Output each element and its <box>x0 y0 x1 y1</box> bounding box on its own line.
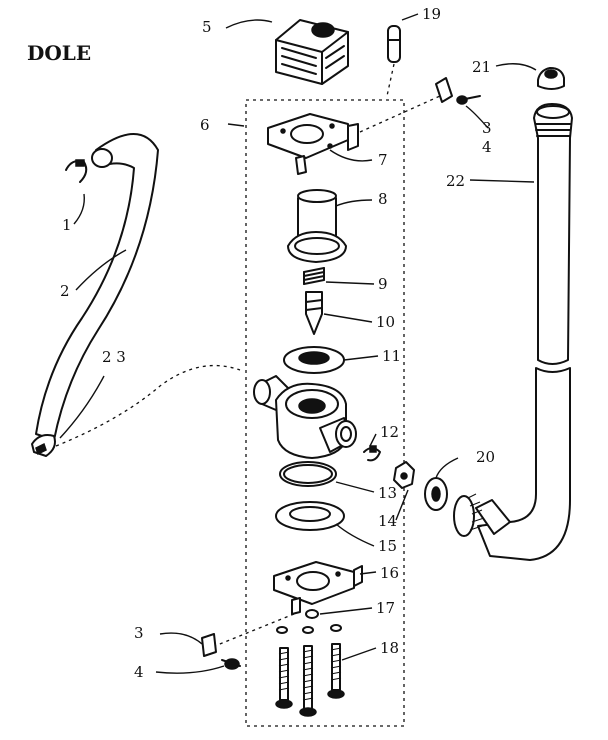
leader-15 <box>335 523 375 547</box>
leader-23 <box>59 375 105 439</box>
label-9: 9 <box>378 275 388 293</box>
part-12-clip <box>363 445 381 462</box>
part-18-screws <box>275 643 345 717</box>
label-4-lower: 4 <box>134 663 144 681</box>
label-5: 5 <box>202 18 212 36</box>
leader-2 <box>75 249 127 291</box>
leader-3-lower <box>159 632 203 645</box>
part-13-o-ring <box>279 461 337 487</box>
part-11-diaphragm <box>283 346 345 374</box>
part-3-4-lower-bracket <box>201 633 241 670</box>
label-15: 15 <box>378 537 397 555</box>
label-8: 8 <box>378 190 388 208</box>
part-3-4-upper-bracket <box>435 77 481 105</box>
label-22: 22 <box>446 172 465 190</box>
label-21: 21 <box>472 58 491 76</box>
leader-17 <box>319 607 373 615</box>
label-16: 16 <box>380 564 399 582</box>
label-7: 7 <box>378 151 388 169</box>
part-23-clamp <box>31 434 56 457</box>
part-15-washer <box>275 501 345 531</box>
part-20-washer <box>424 477 448 511</box>
label-3-upper: 3 <box>482 119 492 137</box>
label-12: 12 <box>380 423 399 441</box>
leader-13 <box>335 481 375 493</box>
part-5-solenoid-coil <box>275 19 349 85</box>
label-14: 14 <box>378 512 397 530</box>
part-9-spring <box>303 267 325 285</box>
leader-6 <box>227 123 245 127</box>
leader-22 <box>469 179 535 183</box>
label-6: 6 <box>200 116 210 134</box>
part-19-pin <box>386 25 401 97</box>
part-8-plunger <box>287 189 347 263</box>
label-18: 18 <box>380 639 399 657</box>
part-7-mounting-plate <box>267 95 441 175</box>
leader-7 <box>329 149 373 162</box>
part-14-nut <box>393 461 415 489</box>
part-21-cap <box>537 67 565 90</box>
part-17-nuts <box>276 609 342 634</box>
part-2-hose <box>35 133 159 441</box>
leader-16 <box>359 571 377 575</box>
diagram-title: DOLE <box>27 41 91 65</box>
leader-14 <box>395 489 409 521</box>
leader-3-upper <box>465 105 489 129</box>
leader-21 <box>495 63 537 71</box>
leader-10 <box>323 313 373 323</box>
label-10: 10 <box>376 313 395 331</box>
leader-4-lower <box>155 665 225 674</box>
part-1-clamp <box>65 159 88 183</box>
valve-body <box>253 375 357 459</box>
label-17: 17 <box>376 599 395 617</box>
label-1: 1 <box>62 216 72 234</box>
label-19: 19 <box>422 5 441 23</box>
leader-12 <box>369 433 377 447</box>
leader-8 <box>335 199 373 207</box>
leader-11 <box>343 355 379 361</box>
leader-1 <box>73 193 85 225</box>
leader-20 <box>435 457 459 479</box>
label-3-lower: 3 <box>134 624 144 642</box>
part-22-fill-tube <box>453 103 573 561</box>
label-11: 11 <box>382 347 401 365</box>
leader-9 <box>325 281 375 285</box>
leader-5 <box>225 19 273 29</box>
valve-assembly-boundary <box>245 99 405 727</box>
part-16-lower-plate <box>209 561 363 649</box>
leader-19 <box>401 13 419 21</box>
leader-18 <box>341 647 377 661</box>
hose-connection-line <box>55 364 241 447</box>
label-23: 2 3 <box>102 348 126 366</box>
label-13: 13 <box>378 484 397 502</box>
label-4-upper: 4 <box>482 138 492 156</box>
label-20: 20 <box>476 448 495 466</box>
label-2: 2 <box>60 282 70 300</box>
part-10-needle <box>305 291 323 335</box>
